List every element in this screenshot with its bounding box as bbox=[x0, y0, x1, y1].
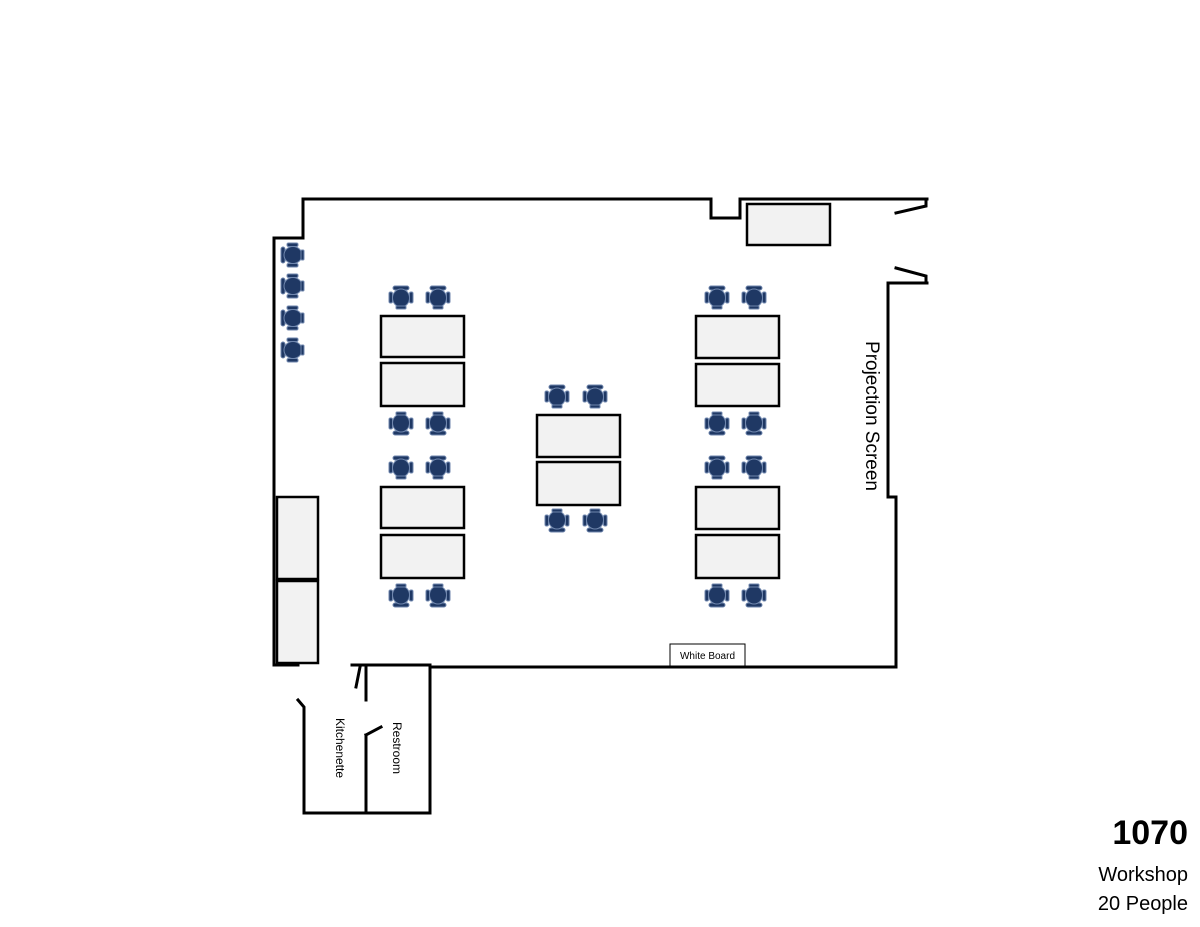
table bbox=[694, 485, 781, 531]
chair bbox=[388, 583, 414, 608]
kitchenette-door bbox=[354, 665, 362, 689]
cabinet bbox=[745, 202, 832, 247]
chair bbox=[280, 242, 305, 268]
chair bbox=[704, 411, 730, 436]
walls bbox=[272, 197, 929, 815]
table bbox=[535, 413, 622, 459]
chair bbox=[280, 305, 305, 331]
table bbox=[379, 485, 466, 530]
chair bbox=[741, 455, 767, 480]
counter-upper bbox=[275, 495, 320, 581]
projection-screen-label: Projection Screen bbox=[861, 341, 882, 491]
chair bbox=[425, 583, 451, 608]
chair bbox=[582, 508, 608, 533]
chair bbox=[425, 411, 451, 436]
entrance-door-upper bbox=[894, 198, 928, 215]
chair bbox=[544, 508, 570, 533]
restroom-door bbox=[363, 724, 384, 738]
tables bbox=[379, 314, 781, 580]
chair bbox=[425, 285, 451, 310]
chair bbox=[582, 384, 608, 409]
counter-lower bbox=[275, 579, 320, 665]
layout-name: Workshop bbox=[1098, 864, 1188, 886]
table bbox=[694, 533, 781, 580]
restroom-label: Restroom bbox=[390, 722, 404, 774]
top-left-wall bbox=[272, 197, 929, 240]
chair bbox=[388, 285, 414, 310]
left-wall bbox=[272, 236, 300, 667]
chair bbox=[388, 455, 414, 480]
chair bbox=[425, 455, 451, 480]
table bbox=[379, 361, 466, 408]
chair bbox=[704, 455, 730, 480]
chair bbox=[741, 411, 767, 436]
entrance-door-lower bbox=[894, 266, 928, 285]
chair bbox=[741, 583, 767, 608]
room-capacity: 20 People bbox=[1097, 893, 1188, 915]
white-board-label: White Board bbox=[680, 651, 735, 662]
table bbox=[535, 460, 622, 507]
kitchenette-label: Kitchenette bbox=[333, 718, 347, 778]
chair bbox=[704, 285, 730, 310]
right-wall bbox=[428, 281, 929, 669]
chair bbox=[280, 337, 305, 363]
chairs bbox=[280, 242, 767, 608]
table bbox=[379, 314, 466, 359]
table bbox=[694, 314, 781, 360]
table bbox=[379, 533, 466, 580]
kitchenette-wall bbox=[295, 665, 432, 815]
room-number: 1070 bbox=[1112, 814, 1188, 852]
chair bbox=[544, 384, 570, 409]
chair bbox=[741, 285, 767, 310]
white-board bbox=[669, 643, 746, 667]
chair bbox=[280, 273, 305, 299]
chair bbox=[704, 583, 730, 608]
chair bbox=[388, 411, 414, 436]
table bbox=[694, 362, 781, 408]
